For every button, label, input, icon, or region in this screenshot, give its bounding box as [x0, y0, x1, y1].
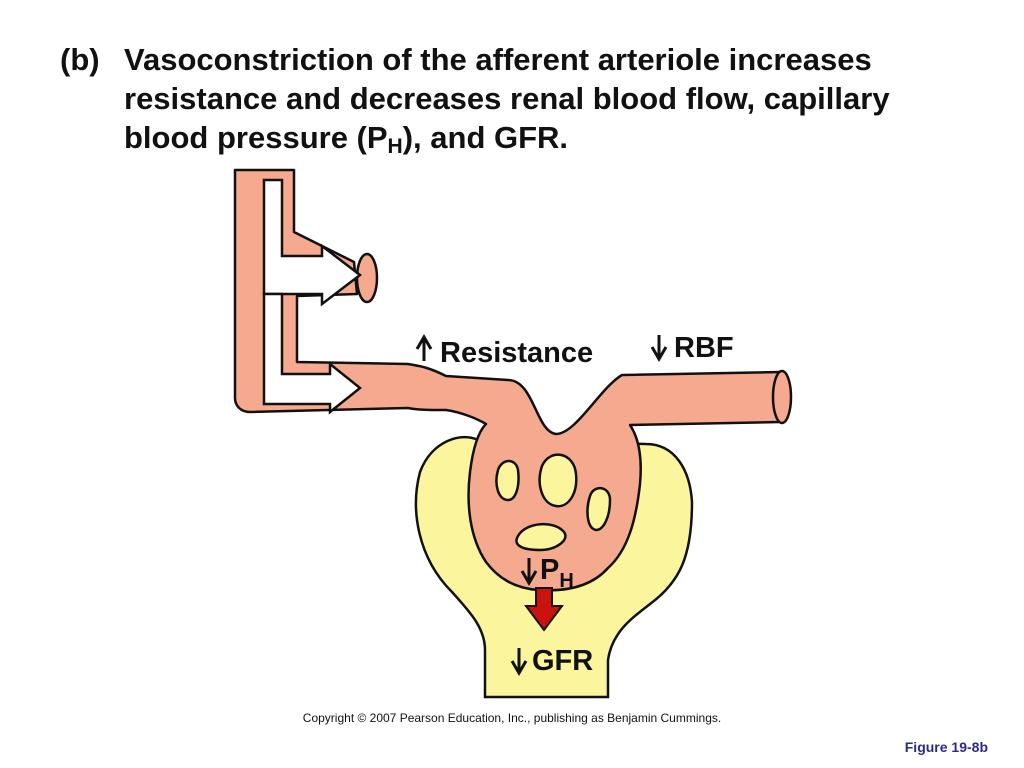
glomerulus-gap-3 — [586, 487, 612, 532]
figure-heading: (b) Vasoconstriction of the afferent art… — [60, 40, 1000, 157]
heading-text: Vasoconstriction of the afferent arterio… — [124, 40, 890, 157]
copyright-notice: Copyright © 2007 Pearson Education, Inc.… — [302, 711, 722, 725]
heading-line-3: blood pressure (PH), and GFR. — [124, 118, 890, 157]
ph-sub: H — [559, 570, 573, 592]
filtration-arrow — [524, 587, 564, 632]
decreased-gfr-label: GFR — [510, 645, 593, 677]
glomerulus-gap-1 — [495, 459, 520, 502]
heading-line-2: resistance and decreases renal blood flo… — [124, 81, 890, 116]
heading-line-3-sub: H — [387, 135, 403, 158]
glomerulus-gap-4 — [515, 523, 567, 552]
heading-line-3-suffix: ), and GFR. — [402, 120, 569, 155]
panel-label: (b) — [60, 42, 100, 77]
rbf-label: RBF — [674, 332, 734, 364]
vessel-glomerulus — [233, 168, 782, 592]
resistance-label: Resistance — [440, 337, 593, 369]
figure-number: Figure 19-8b — [904, 739, 988, 755]
ph-main: P — [540, 554, 559, 586]
heading-line-3-prefix: blood pressure (P — [124, 120, 388, 155]
gfr-label: GFR — [532, 645, 593, 677]
decreased-ph-label: PH — [520, 554, 574, 592]
ph-label: PH — [540, 554, 574, 592]
heading-line-1: Vasoconstriction of the afferent arterio… — [124, 42, 872, 77]
increased-resistance-label: Resistance — [415, 334, 593, 369]
efferent-vessel-opening — [771, 369, 793, 425]
up-arrow-icon — [415, 334, 433, 361]
glomerulus-gap-2 — [538, 453, 578, 508]
blood-flow-arrow-upper — [262, 178, 363, 307]
down-arrow-icon — [510, 648, 528, 676]
decreased-rbf-label: RBF — [650, 332, 734, 364]
down-arrow-icon — [650, 335, 668, 362]
blood-flow-arrow-lower — [262, 292, 363, 415]
down-arrow-icon — [520, 558, 538, 586]
upper-vessel-opening — [355, 252, 379, 304]
